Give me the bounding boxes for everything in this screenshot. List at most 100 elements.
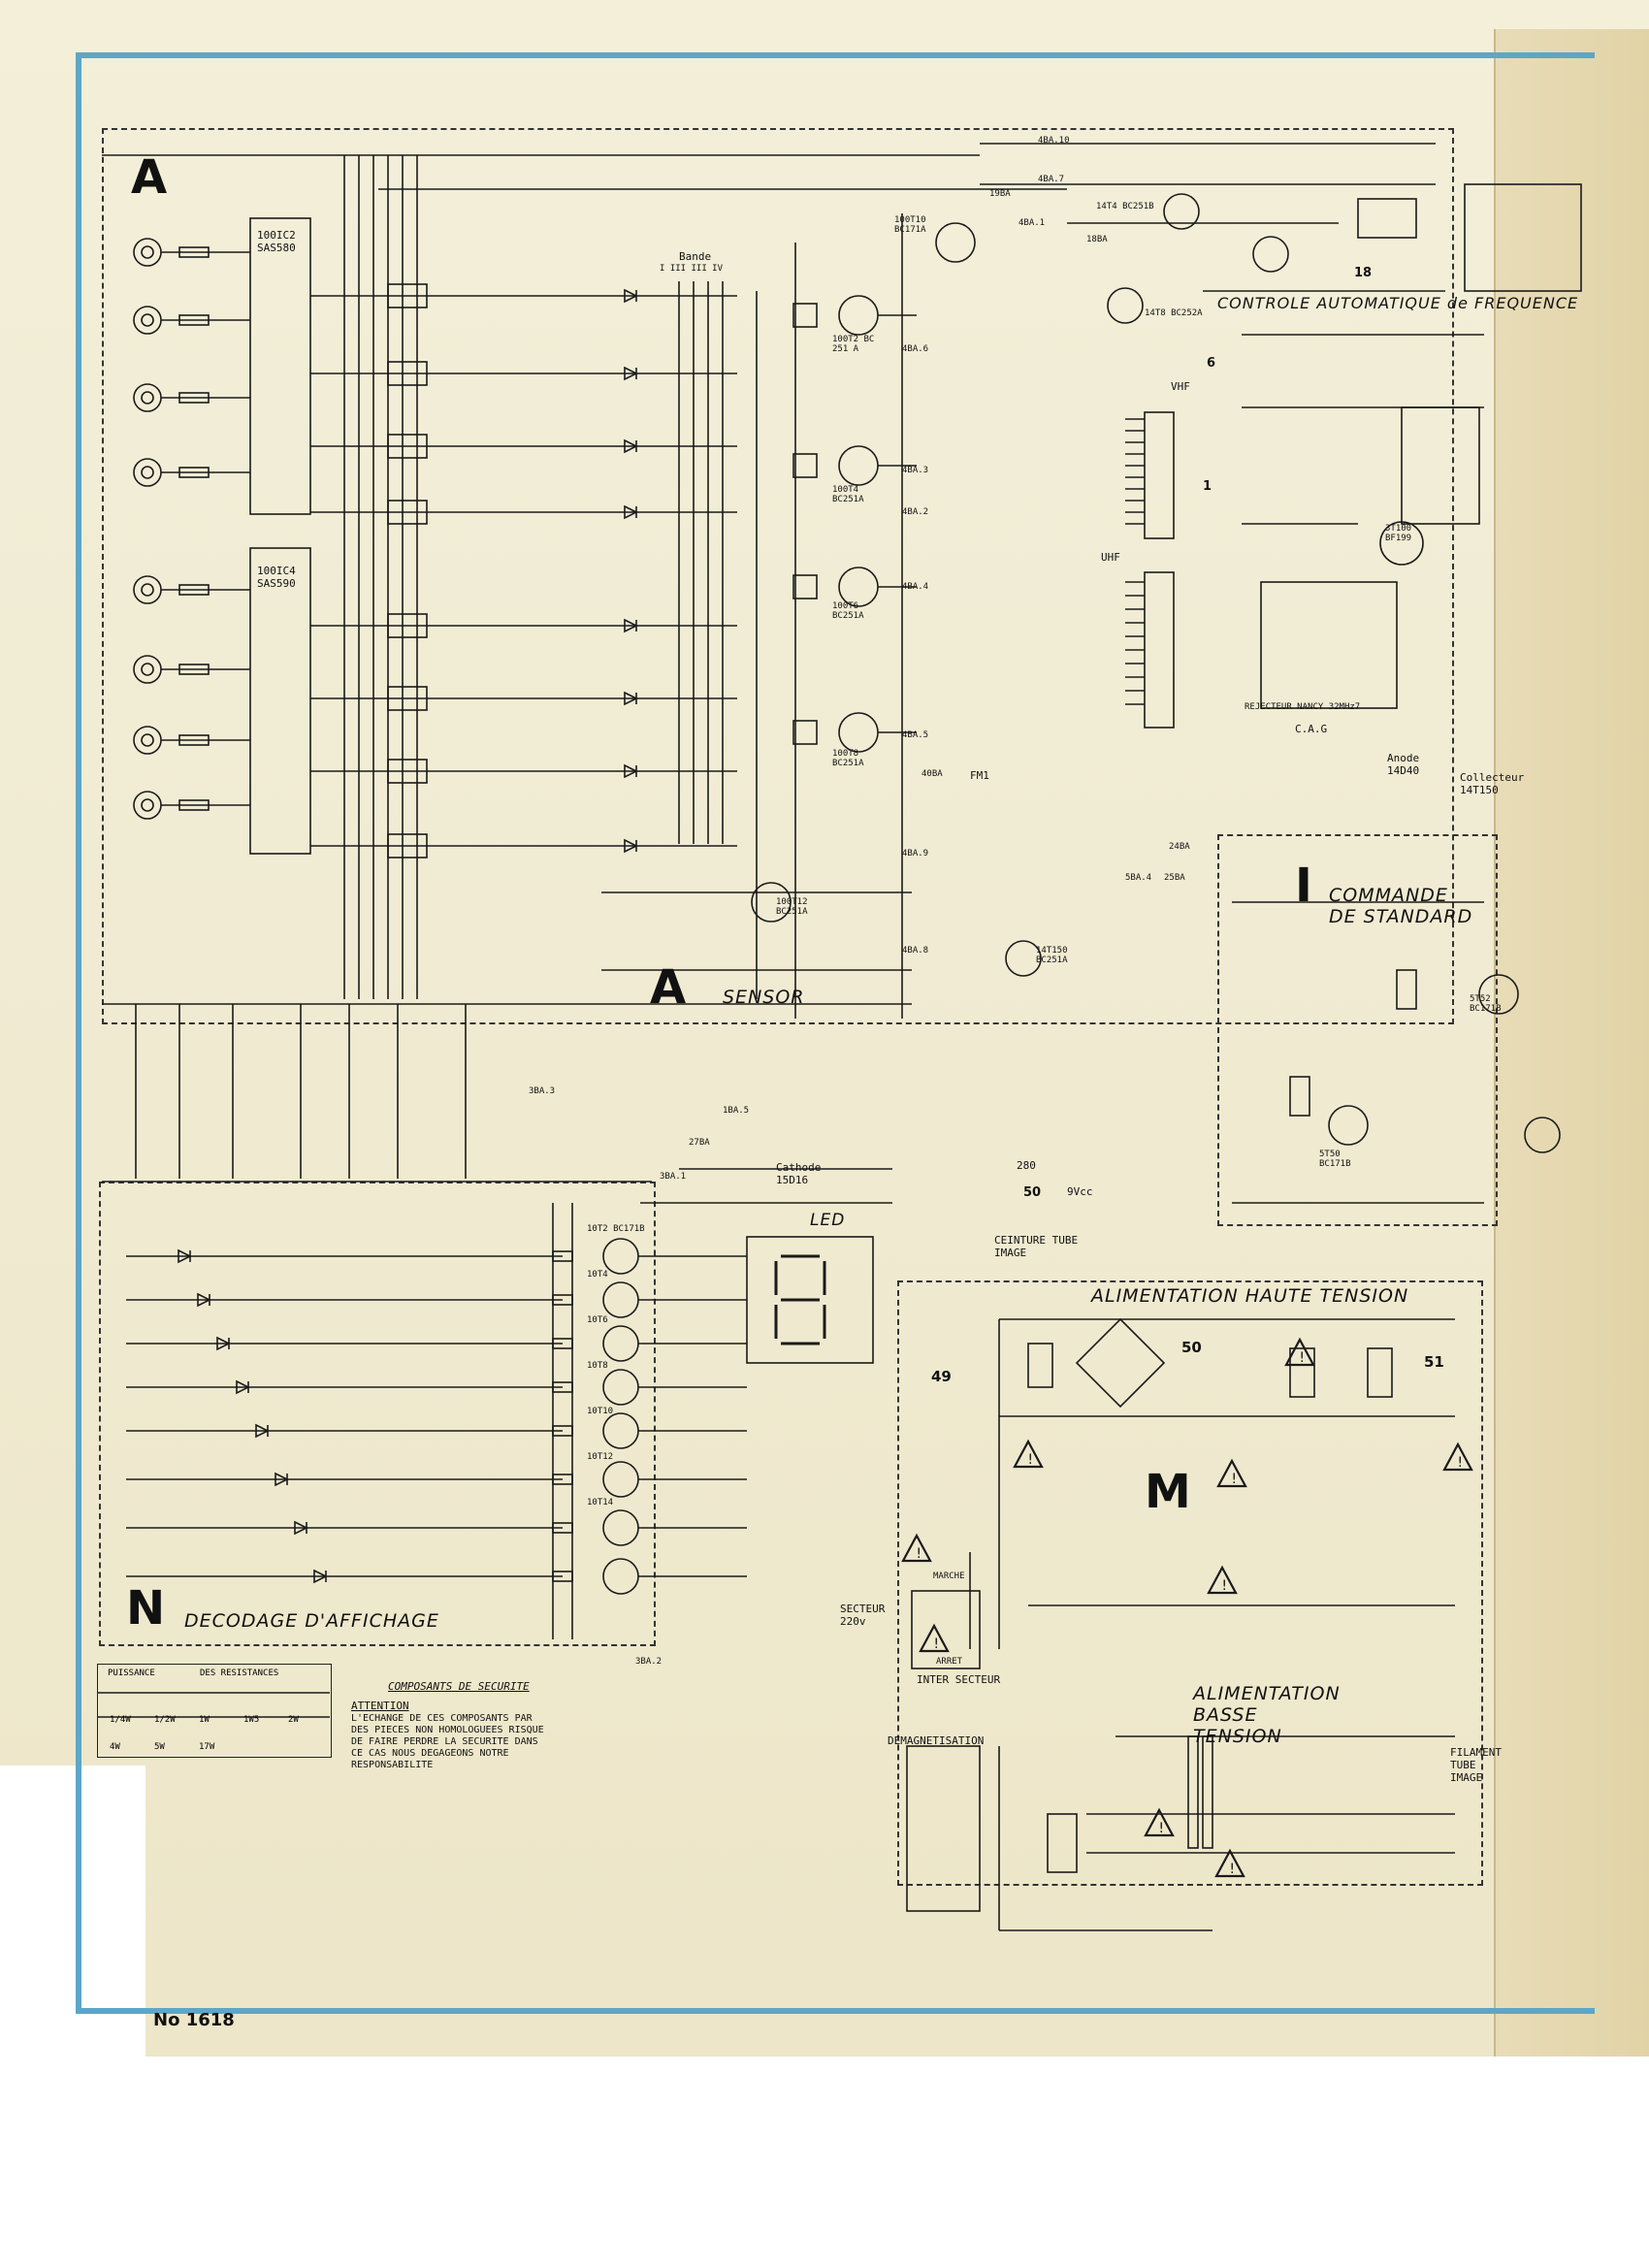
ic-sas590-label: 100IC4 SAS590: [257, 565, 296, 590]
warning-mark: !: [1456, 1455, 1464, 1471]
section-a-box: [102, 128, 1454, 1024]
connector-label: 40BA: [922, 769, 943, 779]
band-diode: [624, 691, 638, 706]
safety-title: COMPOSANTS DE SECURITE: [388, 1680, 530, 1693]
sensor-input-inner: [141, 313, 154, 327]
sensor-input-inner: [141, 798, 154, 812]
warning-triangle-icon: [919, 1623, 950, 1653]
transistor-100t8-label: 100T8 BC251A: [832, 749, 864, 768]
connector-label: 19BA: [989, 189, 1011, 199]
decoder-transistor: [602, 1369, 639, 1406]
warning-mark: !: [1230, 1472, 1238, 1487]
section-m-letter: M: [1145, 1465, 1191, 1519]
section-a-letter-2: A: [650, 960, 687, 1015]
base-resistor: [792, 720, 818, 745]
cmd-resistor: [1396, 969, 1417, 1010]
transistor-5t50-label: 5T50 BC171B: [1319, 1150, 1351, 1169]
decoder-transistor: [602, 1509, 639, 1546]
ic-sas580-label: 100IC2 SAS580: [257, 229, 296, 254]
bande-columns: I III III IV: [660, 264, 724, 274]
decoder-diode: [178, 1248, 192, 1264]
secteur-label: SECTEUR 220v: [840, 1603, 886, 1628]
decoder-resistor: [552, 1522, 573, 1534]
connector-label: 5BA.4: [1125, 873, 1152, 883]
fm-label: FM1: [970, 769, 989, 782]
decoder-transistor: [602, 1412, 639, 1449]
warning-triangle-icon: [1207, 1565, 1238, 1595]
decoder-resistor: [552, 1338, 573, 1349]
marker-50: 50: [1181, 1339, 1202, 1356]
sensor-input: [133, 655, 162, 684]
filament-label: FILAMENT TUBE IMAGE: [1450, 1746, 1502, 1784]
torn-corner: [0, 1766, 146, 2268]
decoder-resistor: [552, 1381, 573, 1393]
hv-resistor: [1027, 1343, 1053, 1388]
decoder-resistor: [552, 1294, 573, 1306]
caf-title: CONTROLE AUTOMATIQUE de FREQUENCE: [1217, 294, 1579, 312]
transistor-100t10: [935, 222, 976, 263]
decoder-diode: [236, 1379, 250, 1395]
transistor-5t52: [1478, 974, 1519, 1015]
band-diode: [624, 366, 638, 381]
connector-label: 4BA.9: [902, 849, 929, 859]
warning-triangle-icon: [901, 1533, 932, 1563]
band-diode: [624, 838, 638, 854]
warning-triangle-icon: [1216, 1458, 1247, 1488]
led-label: LED: [810, 1211, 846, 1230]
connector-label: 4BA.5: [902, 730, 929, 740]
legend-header-left: PUISSANCE: [108, 1669, 155, 1678]
ceinture-label: CEINTURE TUBE IMAGE: [994, 1234, 1079, 1259]
input-resistor: [178, 734, 210, 746]
section-n-box: [99, 1182, 656, 1646]
input-resistor: [178, 664, 210, 675]
seven-segment: [774, 1254, 826, 1345]
band-diode: [624, 618, 638, 633]
warning-mark: !: [1220, 1578, 1228, 1594]
hv-capacitor-2: [1367, 1347, 1393, 1398]
base-resistor: [792, 303, 818, 328]
sensor-input: [133, 575, 162, 604]
warning-mark: !: [1228, 1862, 1236, 1877]
sensor-title: SENSOR: [723, 987, 805, 1008]
decoder-diode: [216, 1336, 231, 1351]
switch-transistor: [838, 445, 879, 486]
marker-6: 6: [1207, 356, 1216, 371]
caf-capacitor: [1357, 198, 1417, 239]
switch-transistor: [838, 712, 879, 753]
warning-mark: !: [1298, 1350, 1306, 1366]
sensor-input: [133, 238, 162, 267]
hv-supply-title: ALIMENTATION HAUTE TENSION: [1091, 1285, 1409, 1307]
transformer-core: [1187, 1735, 1199, 1849]
warning-triangle-icon: [1284, 1337, 1315, 1367]
sensor-input-inner: [141, 466, 154, 479]
decoder-transistor-label: 10T6: [587, 1315, 608, 1325]
cathode-label: Cathode 15D16: [776, 1161, 822, 1186]
decoder-diode: [294, 1520, 308, 1536]
demag-coils: [906, 1745, 981, 1912]
connector-label: 4BA.10: [1038, 136, 1070, 146]
decoder-transistor-label: 10T2 BC171B: [587, 1224, 645, 1234]
transistor-5t52-label: 5T52 BC171B: [1470, 994, 1502, 1014]
connector-label: 4BA.3: [902, 466, 929, 475]
warning-triangle-icon: [1442, 1442, 1473, 1472]
decoder-transistor-label: 10T12: [587, 1452, 614, 1462]
legend-power-value: 5W: [154, 1742, 165, 1752]
decodage-title: DECODAGE D'AFFICHAGE: [184, 1610, 439, 1632]
vhf-label: VHF: [1171, 380, 1190, 393]
ptc-resistor: [1047, 1813, 1078, 1873]
warning-mark: !: [915, 1546, 922, 1562]
decoder-transistor-label: 10T14: [587, 1498, 614, 1507]
transistor-5t71: [1524, 1117, 1561, 1153]
preset-resistor: [387, 613, 428, 638]
band-diode: [624, 438, 638, 454]
transistor-3t100-label: 3T100 BF199: [1385, 524, 1412, 543]
connector-label: 4BA.2: [902, 507, 929, 517]
connector-label: 1BA.5: [723, 1106, 750, 1116]
preset-resistor: [387, 686, 428, 711]
switch-transistor: [838, 567, 879, 607]
decoder-transistor: [602, 1325, 639, 1362]
decoder-resistor: [552, 1474, 573, 1485]
band-diode: [624, 504, 638, 520]
